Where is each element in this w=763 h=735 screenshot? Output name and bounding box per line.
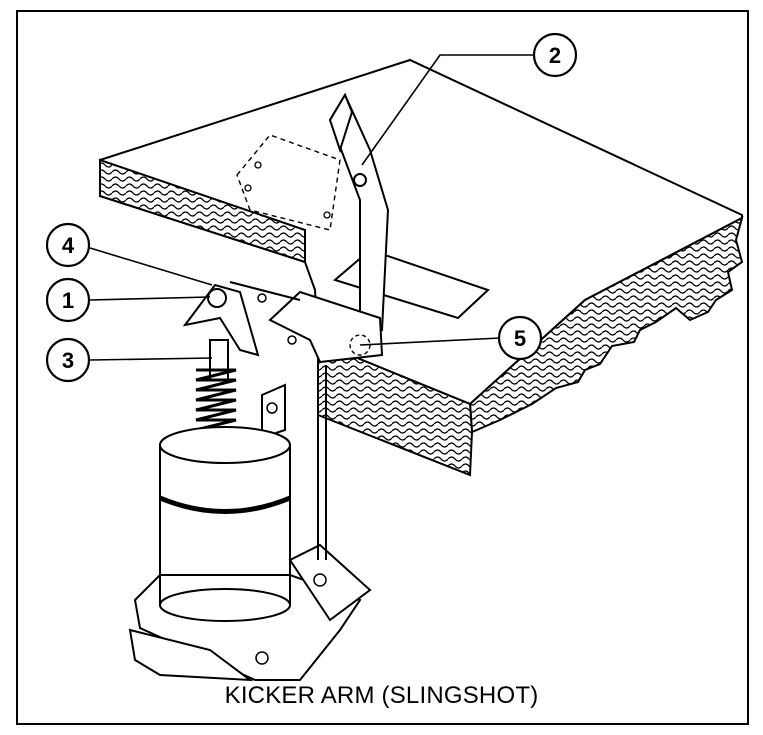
callout-2-label: 2	[549, 43, 561, 68]
callout-5-label: 5	[514, 326, 526, 351]
plunger-link	[182, 283, 267, 381]
callout-5: 5	[497, 315, 543, 361]
callout-3: 3	[45, 337, 91, 383]
callout-leaders	[89, 54, 534, 361]
mount-hole	[323, 211, 331, 219]
callout-1-label: 1	[62, 288, 74, 313]
callout-4: 4	[45, 222, 91, 268]
mount-hole	[244, 184, 252, 192]
playfield-board	[99, 58, 744, 477]
pivot-bracket	[229, 281, 384, 364]
mount-hole	[254, 161, 262, 169]
callout-3-label: 3	[62, 348, 74, 373]
base-plates	[128, 360, 372, 682]
board-front-edge	[99, 158, 306, 264]
callout-4-label: 4	[62, 233, 75, 258]
kicker-arm	[328, 92, 390, 332]
figure-caption: KICKER ARM (SLINGSHOT)	[224, 682, 539, 709]
callout-1: 1	[45, 277, 91, 323]
arm-pivot	[353, 173, 367, 187]
callout-2: 2	[532, 32, 578, 78]
solenoid-coil	[159, 426, 291, 622]
board-side-edge	[468, 216, 744, 434]
